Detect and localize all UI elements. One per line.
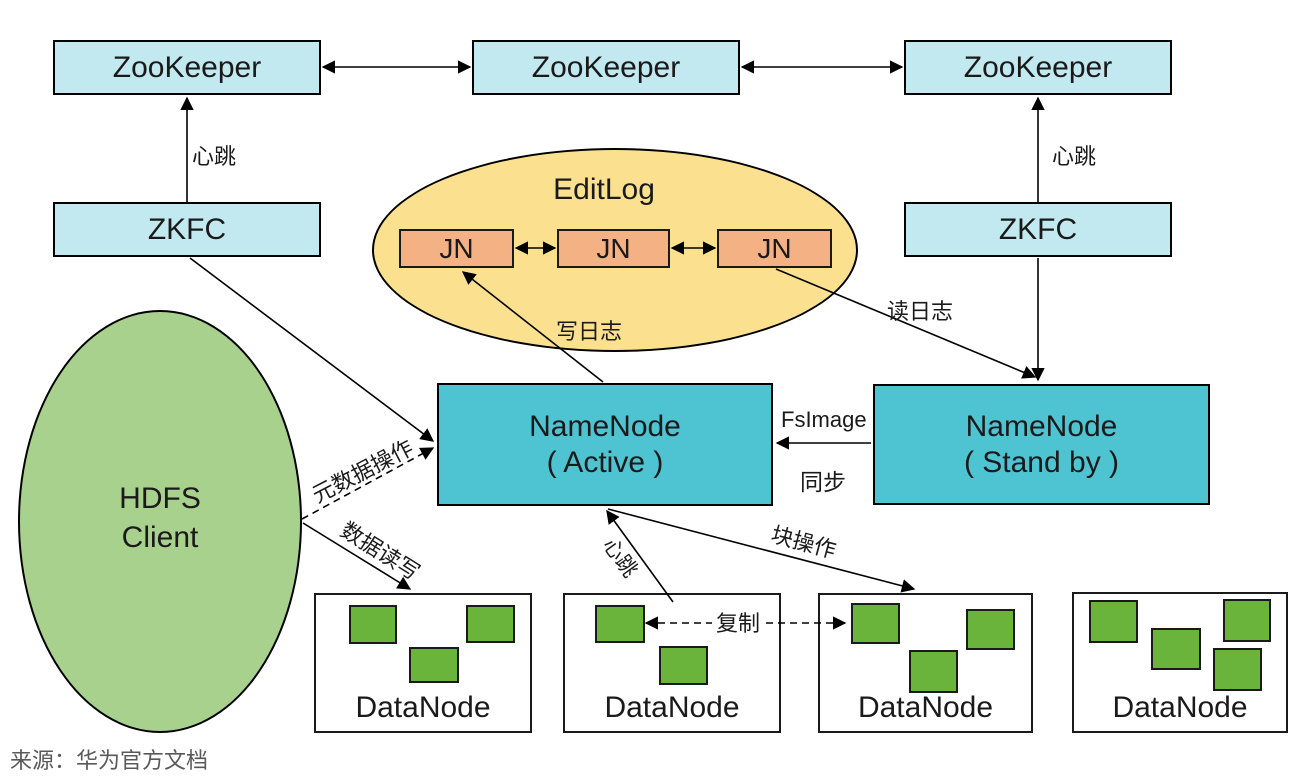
heartbeat-left-label: 心跳 xyxy=(192,144,237,169)
journalnode-box-1: JN xyxy=(399,229,514,268)
zookeeper-label: ZooKeeper xyxy=(531,50,681,84)
datanode-label: DataNode xyxy=(355,691,491,724)
namenode-active-line1: NameNode xyxy=(529,409,681,443)
zkfc-box-left: ZKFC xyxy=(53,202,321,257)
hdfs-client-line2: Client xyxy=(121,521,199,554)
datanode-label: DataNode xyxy=(1112,691,1248,724)
data-block xyxy=(1151,628,1201,670)
data-block xyxy=(349,605,397,644)
jn-label: JN xyxy=(439,232,474,264)
datanode-box-3: DataNode xyxy=(818,593,1033,733)
journalnode-box-2: JN xyxy=(557,229,670,268)
hdfs-client-line1: HDFS xyxy=(119,482,201,515)
zookeeper-box-2: ZooKeeper xyxy=(472,40,740,95)
data-block xyxy=(1213,648,1262,691)
data-block xyxy=(909,650,958,693)
journalnode-box-3: JN xyxy=(717,229,832,268)
replicate-label: 复制 xyxy=(711,606,765,638)
sync-label: 同步 xyxy=(800,469,846,495)
namenode-active-line2: ( Active ) xyxy=(546,445,664,479)
zkfc-label: ZKFC xyxy=(147,212,227,246)
zookeeper-label: ZooKeeper xyxy=(963,50,1113,84)
hdfs-client-label: HDFS Client xyxy=(119,479,201,557)
jn-label: JN xyxy=(596,232,631,264)
write-log-label: 写日志 xyxy=(556,319,623,344)
zkfc-box-right: ZKFC xyxy=(904,202,1172,257)
jn-label: JN xyxy=(757,232,792,264)
heartbeat-right-label: 心跳 xyxy=(1052,144,1097,169)
data-block xyxy=(466,605,515,643)
data-block xyxy=(659,646,708,685)
data-block xyxy=(1223,599,1271,642)
zookeeper-box-1: ZooKeeper xyxy=(53,40,321,95)
namenode-standby-box: NameNode ( Stand by ) xyxy=(873,384,1210,505)
data-block xyxy=(851,603,900,644)
zkfc-label: ZKFC xyxy=(998,212,1078,246)
datanode-box-1: DataNode xyxy=(314,593,532,733)
namenode-standby-line2: ( Stand by ) xyxy=(963,445,1120,479)
data-block xyxy=(595,605,645,643)
zookeeper-box-3: ZooKeeper xyxy=(904,40,1172,95)
datanode-label: DataNode xyxy=(604,691,740,724)
editlog-label: EditLog xyxy=(553,173,655,206)
datanode-box-4: DataNode xyxy=(1072,592,1288,733)
datanode-label: DataNode xyxy=(857,691,994,724)
source-note: 来源：华为官方文档 xyxy=(10,748,209,773)
data-block xyxy=(1089,600,1138,643)
data-block xyxy=(966,609,1015,650)
zookeeper-label: ZooKeeper xyxy=(112,50,262,84)
data-block xyxy=(409,647,459,683)
fsimage-label: FsImage xyxy=(781,407,867,432)
read-log-label: 读日志 xyxy=(887,299,954,324)
namenode-active-box: NameNode ( Active ) xyxy=(437,383,773,506)
namenode-standby-line1: NameNode xyxy=(965,409,1118,443)
